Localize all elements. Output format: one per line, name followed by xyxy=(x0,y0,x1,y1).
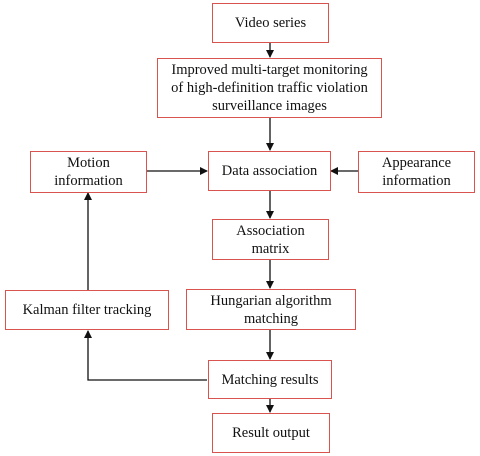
node-hungarian-matching: Hungarian algorithm matching xyxy=(186,289,356,330)
arrow-matching-results-to-kalman xyxy=(84,330,207,381)
node-motion-information: Motion information xyxy=(30,151,147,193)
node-association-matrix: Association matrix xyxy=(212,219,329,260)
node-matching-results: Matching results xyxy=(208,360,332,399)
node-kalman-filter-tracking: Kalman filter tracking xyxy=(5,290,169,330)
node-improved-monitoring: Improved multi-target monitoring of high… xyxy=(157,58,382,118)
node-data-association: Data association xyxy=(208,151,331,191)
node-result-output: Result output xyxy=(212,413,330,453)
node-appearance-information: Appearance information xyxy=(358,151,475,193)
node-video-series: Video series xyxy=(212,3,329,43)
